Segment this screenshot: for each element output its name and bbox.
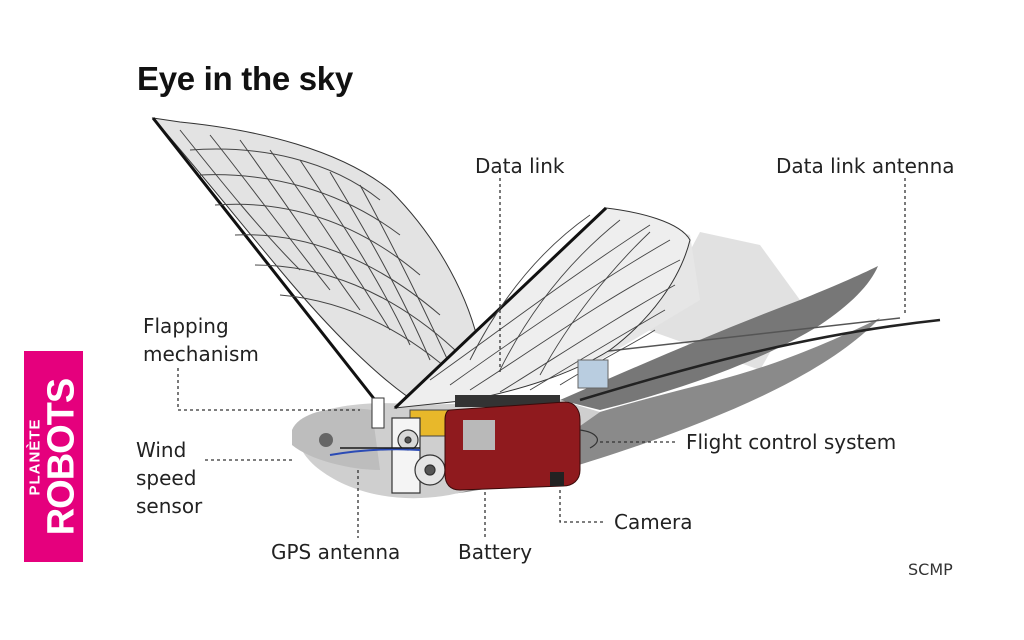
data-link-module bbox=[577, 359, 609, 389]
label-battery: Battery bbox=[458, 540, 533, 564]
logo-text: PLANÈTE ROBOTS bbox=[24, 351, 83, 562]
label-camera: Camera bbox=[614, 510, 693, 534]
far-wing bbox=[393, 207, 691, 409]
near-wing-spar bbox=[151, 117, 377, 401]
logo-line2: ROBOTS bbox=[40, 378, 82, 535]
gps-wire bbox=[329, 448, 421, 456]
planete-robots-logo: PLANÈTE ROBOTS bbox=[24, 351, 83, 562]
label-wind-line1: Wind bbox=[136, 438, 187, 462]
label-wind-line2: speed bbox=[136, 466, 197, 490]
data-link-antenna-wire bbox=[579, 318, 941, 402]
label-data-link-antenna: Data link antenna bbox=[776, 154, 955, 178]
leader-lines bbox=[177, 178, 906, 538]
label-flapping-mechanism: Flapping mechanism bbox=[143, 312, 259, 368]
flight-control-outline bbox=[579, 429, 598, 449]
label-gps-antenna: GPS antenna bbox=[271, 540, 401, 564]
battery-label-panel bbox=[463, 420, 495, 450]
source-credit: SCMP bbox=[908, 560, 953, 579]
far-wing-feathers bbox=[429, 214, 681, 393]
flapping-bracket bbox=[371, 397, 385, 429]
back-wire bbox=[599, 317, 901, 353]
nose-cone bbox=[292, 408, 380, 470]
label-wind-speed-sensor: Wind speed sensor bbox=[136, 436, 202, 520]
label-wind-line3: sensor bbox=[136, 494, 203, 518]
label-flapping-line1: Flapping bbox=[143, 314, 229, 338]
label-flapping-line2: mechanism bbox=[143, 342, 259, 366]
gear-assembly bbox=[391, 417, 446, 494]
nose-eye bbox=[319, 433, 333, 447]
label-data-link: Data link bbox=[475, 154, 565, 178]
near-wing-feathers bbox=[179, 129, 461, 381]
label-flight-control-system: Flight control system bbox=[686, 430, 897, 454]
diagram-title: Eye in the sky bbox=[137, 60, 353, 97]
camera-body bbox=[550, 472, 564, 486]
